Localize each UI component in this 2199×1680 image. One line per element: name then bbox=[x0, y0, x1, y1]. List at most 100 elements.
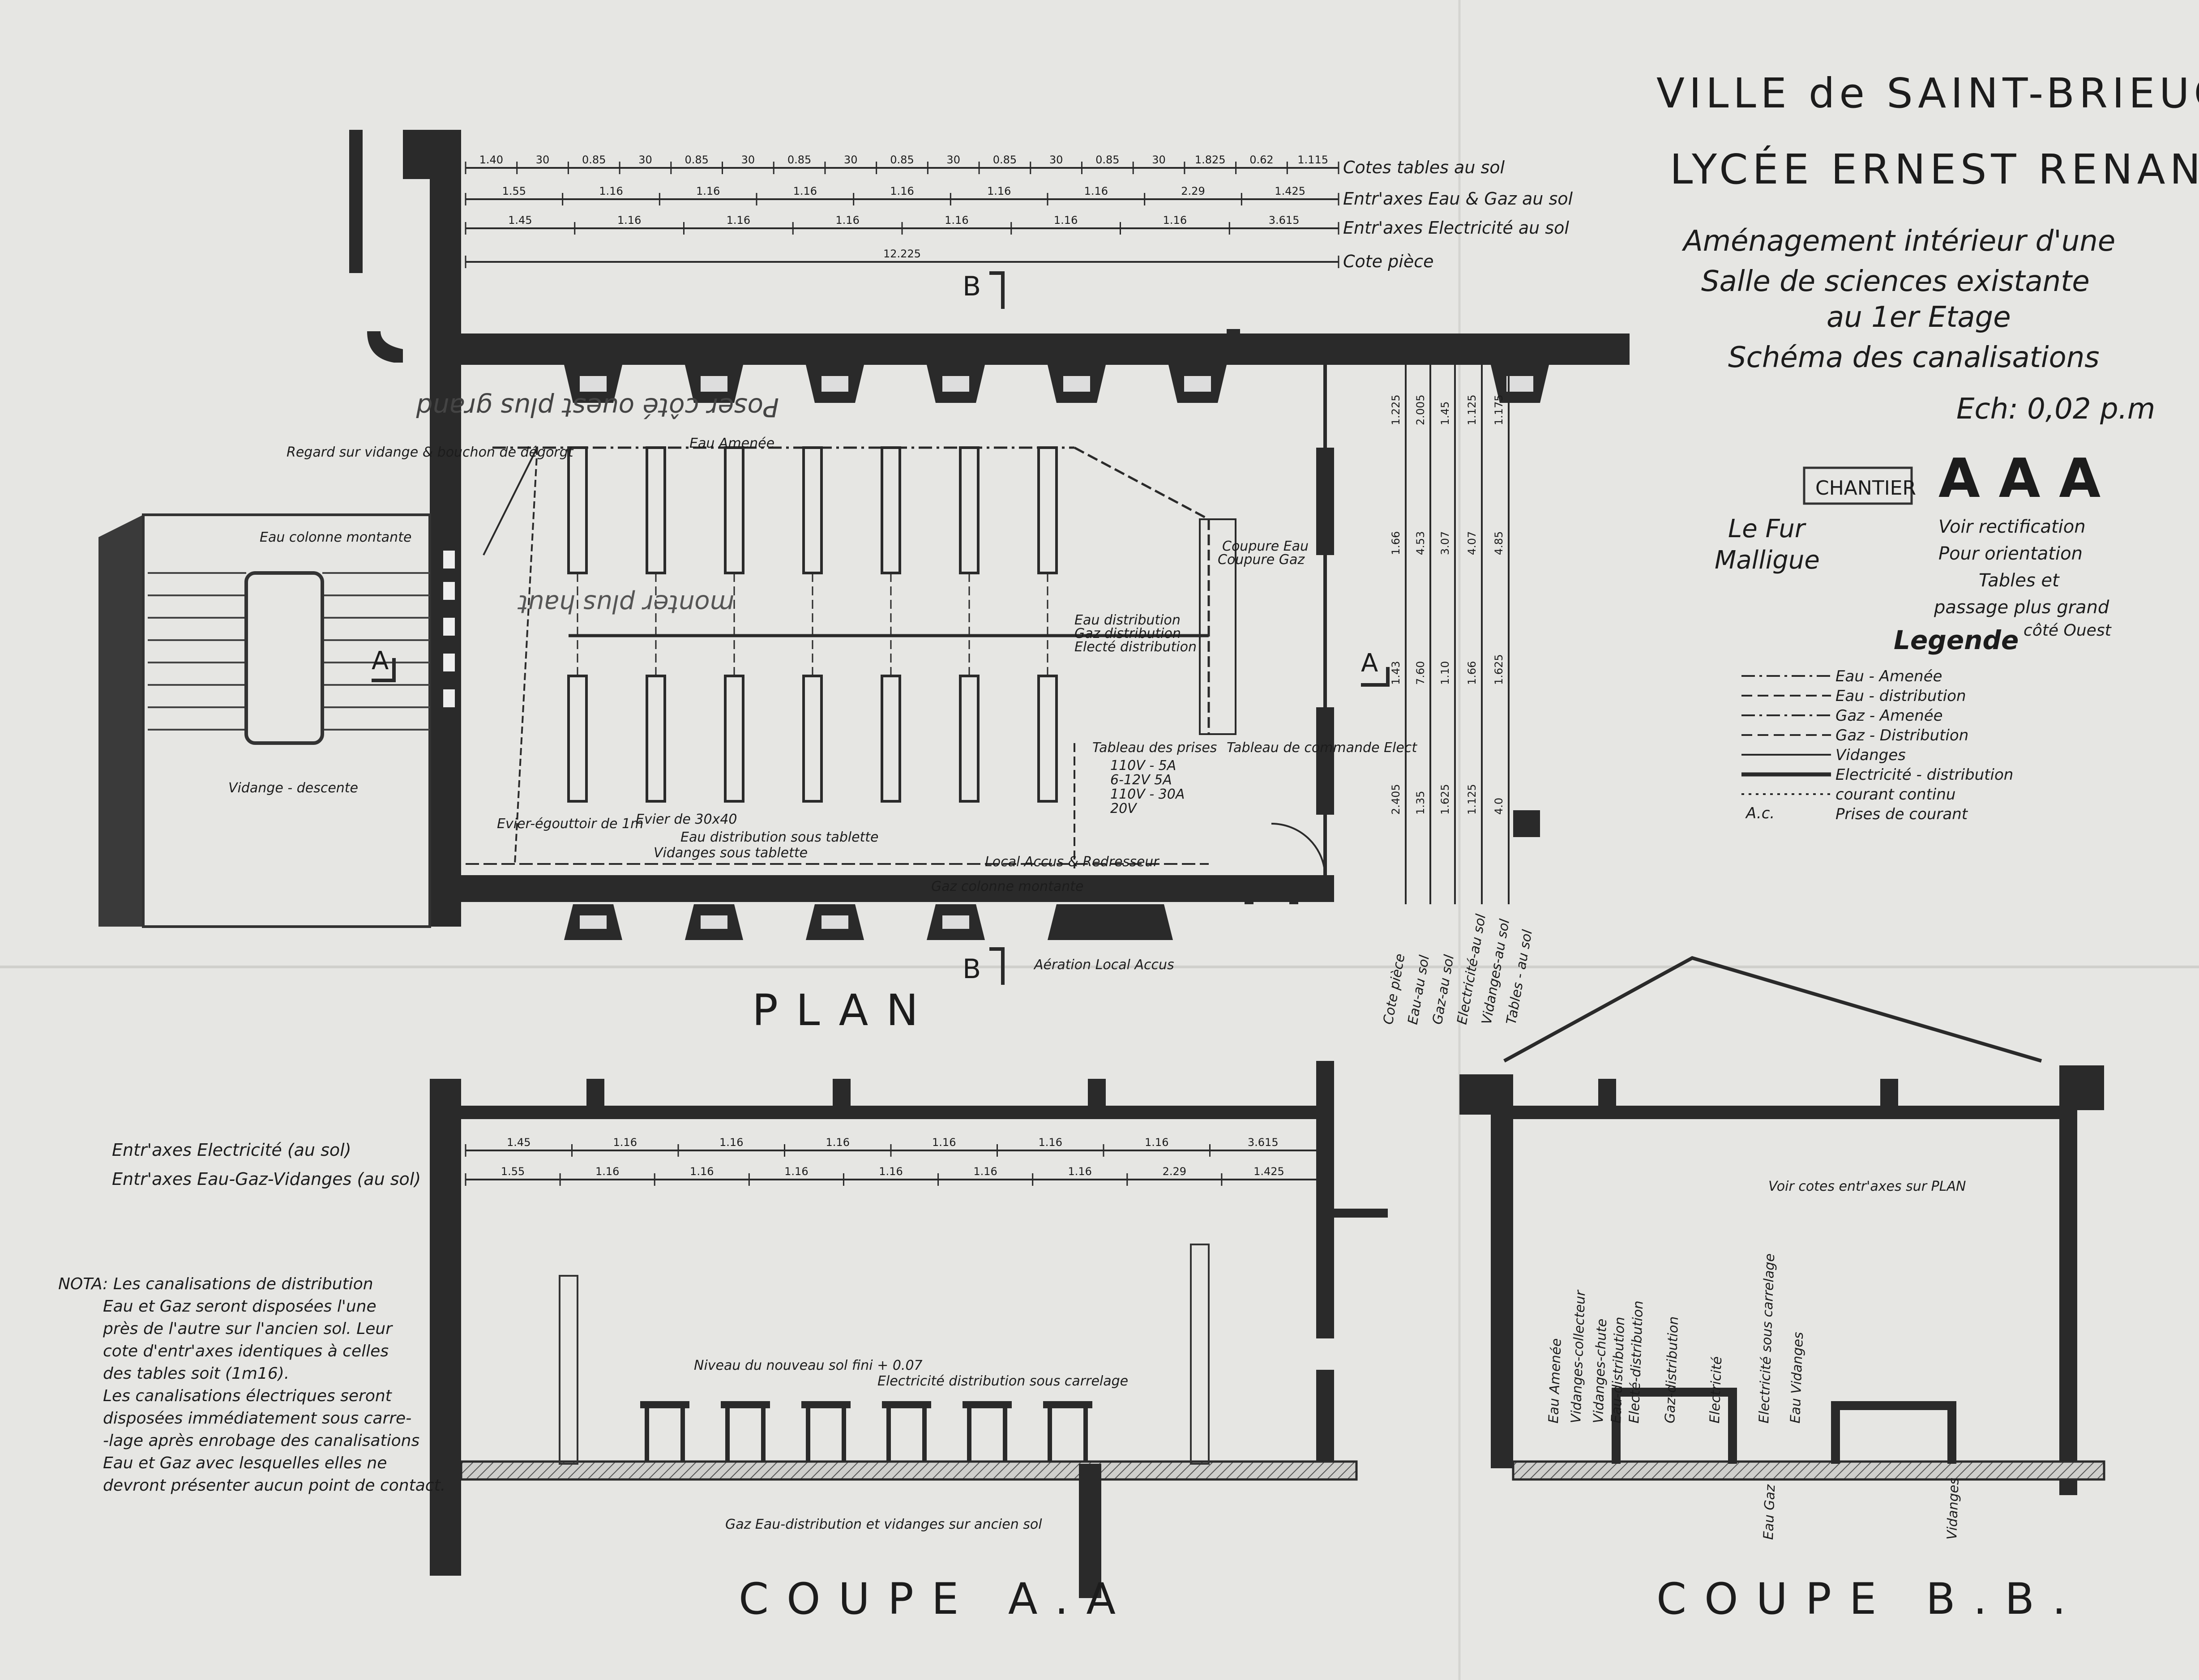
bb-vertical-label: Vidanges-chute bbox=[1591, 1318, 1610, 1424]
vertical-dimension-value: 1.625 bbox=[1439, 784, 1451, 815]
aa-title: COUPE A.A bbox=[739, 1574, 1134, 1624]
bb-floor bbox=[1512, 1460, 2105, 1481]
aa-riser bbox=[559, 1275, 578, 1465]
nota-line: près de l'autre sur l'ancien sol. Leur bbox=[103, 1320, 393, 1338]
legend-label: Electricité - distribution bbox=[1835, 766, 2013, 784]
legend-label: Eau - Amenée bbox=[1835, 667, 1942, 685]
dimension-value: 1.16 bbox=[719, 1136, 743, 1149]
dimension-value: 1.16 bbox=[987, 185, 1011, 197]
legend-label: Vidanges bbox=[1835, 746, 1906, 764]
bb-vertical-label: Vidanges bbox=[1944, 1478, 1962, 1540]
legend-label: courant continu bbox=[1835, 786, 1955, 804]
nota-block: NOTA: Les canalisations de distributionE… bbox=[58, 1275, 445, 1495]
dimension-value: 1.16 bbox=[595, 1165, 619, 1178]
vertical-dimension-value: 1.66 bbox=[1466, 661, 1478, 685]
dimension-row-label: Entr'axes Eau-Gaz-Vidanges (au sol) bbox=[112, 1169, 421, 1189]
dimension-value: 1.16 bbox=[879, 1165, 903, 1178]
aa-riser bbox=[1190, 1244, 1210, 1465]
section-marker-b-bottom: B bbox=[963, 953, 981, 985]
section-arrow bbox=[989, 271, 1005, 309]
label-aeration: Aération Local Accus bbox=[1033, 957, 1174, 973]
dimension-value: 30 bbox=[946, 154, 960, 166]
dimension-value: 12.225 bbox=[883, 248, 921, 260]
nota-line: -lage après enrobage des canalisations bbox=[103, 1432, 419, 1450]
annotation-1: Voir rectification bbox=[1938, 517, 2086, 537]
vertical-dimension-value: 4.53 bbox=[1414, 531, 1427, 555]
aa-floor bbox=[460, 1460, 1358, 1481]
label-gaz-distribution: Gaz distribution bbox=[1074, 626, 1181, 641]
aaa-stamp: A A A bbox=[1938, 448, 2101, 510]
bb-note: Voir cotes entr'axes sur PLAN bbox=[1768, 1179, 1966, 1194]
aa-ceiling-slab bbox=[461, 1106, 1321, 1119]
nota-line: des tables soit (1m16). bbox=[103, 1364, 289, 1383]
annotation-2: Pour orientation bbox=[1938, 543, 2083, 564]
aa-ceiling-beam bbox=[586, 1079, 604, 1106]
dimension-value: 1.425 bbox=[1275, 185, 1305, 197]
aa-table-leg bbox=[680, 1408, 685, 1462]
dimension-value: 0.62 bbox=[1249, 154, 1273, 166]
dimension-value: 30 bbox=[536, 154, 550, 166]
section-arrow bbox=[1361, 667, 1390, 687]
vertical-dimension-value: 3.07 bbox=[1439, 531, 1451, 555]
aa-right-wall bbox=[1316, 1061, 1334, 1338]
section-marker-a-right: A bbox=[1361, 649, 1378, 678]
aa-table-leg bbox=[922, 1408, 927, 1462]
door-post bbox=[1289, 895, 1298, 904]
label-eau-distribution-tablette: Eau distribution sous tablette bbox=[680, 829, 879, 845]
dimension-row-label: Cote pièce bbox=[1343, 252, 1433, 271]
dimension-value: 3.615 bbox=[1269, 214, 1300, 227]
aa-right-wall-lower bbox=[1316, 1370, 1334, 1468]
bb-ceiling-beam bbox=[1880, 1079, 1898, 1106]
dimension-value: 1.45 bbox=[507, 1136, 530, 1149]
bb-vertical-label: Gaz-distribution bbox=[1662, 1316, 1681, 1424]
vertical-dimension-value: 1.625 bbox=[1493, 654, 1505, 685]
legend-label: Prises de courant bbox=[1835, 805, 1968, 823]
chantier-label: CHANTIER bbox=[1815, 477, 1916, 500]
chimney-flue bbox=[349, 130, 363, 273]
section-marker-a-left: A bbox=[372, 646, 389, 675]
aa-table-leg bbox=[1083, 1408, 1088, 1462]
signature-line-2: Malligue bbox=[1715, 546, 1820, 575]
bb-ceiling-beam bbox=[1598, 1079, 1616, 1106]
dimension-row-label: Entr'axes Electricité (au sol) bbox=[112, 1140, 351, 1160]
nota-line: Eau et Gaz seront disposées l'une bbox=[103, 1297, 376, 1316]
dimension-value: 1.45 bbox=[508, 214, 532, 227]
label-tableau-commande: Tableau de commande Elect bbox=[1227, 740, 1417, 756]
signature-line-1: Le Fur bbox=[1728, 514, 1806, 543]
aa-ceiling-beam bbox=[1088, 1079, 1106, 1106]
vertical-dimension-value: 1.175 bbox=[1493, 394, 1505, 425]
nota-line: disposées immédiatement sous carre- bbox=[103, 1409, 411, 1428]
title-line-4: Schéma des canalisations bbox=[1728, 341, 2100, 374]
window-pier-opening bbox=[821, 915, 848, 929]
vertical-dimension-value: 4.07 bbox=[1466, 531, 1478, 555]
pencil-note-2: monter plus haut bbox=[518, 589, 734, 618]
socket-table-row: 20V bbox=[1110, 801, 1138, 816]
label-evier-egouttoir: Evier-égouttoir de 1m bbox=[497, 816, 643, 832]
bb-ceiling-slab bbox=[1513, 1106, 2059, 1119]
dimension-value: 1.825 bbox=[1195, 154, 1226, 166]
vertical-dimension-value: 1.35 bbox=[1414, 791, 1427, 815]
aa-left-wall bbox=[430, 1079, 461, 1576]
aa-table-leg bbox=[1003, 1408, 1007, 1462]
pencil-note-1: Poser côté ouest plus grand bbox=[415, 392, 779, 423]
door-swing bbox=[1271, 823, 1326, 878]
chantier-stamp bbox=[1803, 466, 1913, 505]
dimension-value: 1.16 bbox=[890, 185, 914, 197]
vertical-dimension-value: 1.66 bbox=[1390, 531, 1402, 555]
aa-label-niveau: Niveau du nouveau sol fini + 0.07 bbox=[694, 1358, 923, 1373]
label-coupure-eau: Coupure Eau bbox=[1222, 539, 1309, 554]
title-line-1: Aménagement intérieur d'une bbox=[1681, 225, 2115, 258]
dimension-value: 0.85 bbox=[787, 154, 811, 166]
dimension-value: 1.16 bbox=[696, 185, 720, 197]
dimension-value: 1.16 bbox=[613, 1136, 637, 1149]
dimension-value: 1.16 bbox=[727, 214, 750, 227]
aa-table-leg bbox=[967, 1408, 971, 1462]
dimension-value: 1.16 bbox=[1039, 1136, 1062, 1149]
label-gaz-colonne: Gaz colonne montante bbox=[931, 879, 1083, 894]
aa-table-top bbox=[721, 1401, 770, 1408]
aa-table-leg bbox=[886, 1408, 891, 1462]
